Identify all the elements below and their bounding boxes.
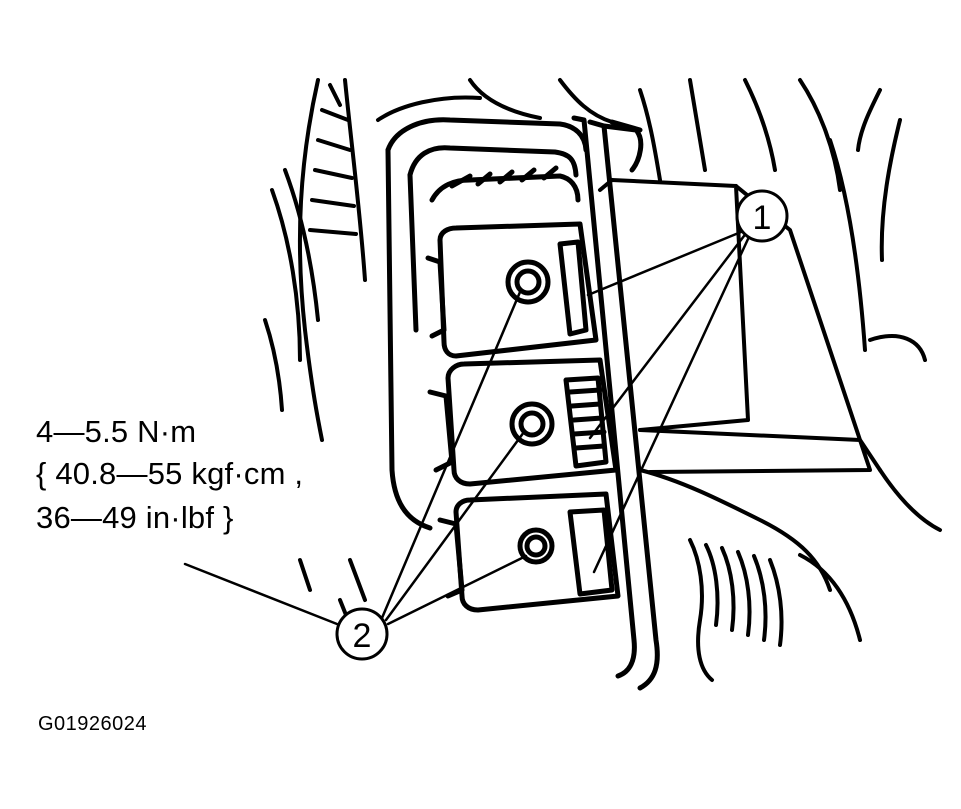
wiring-bottom-right: [638, 468, 942, 682]
wiring-harness-left: [263, 78, 367, 632]
callout-2-label: 2: [353, 617, 372, 655]
callout-1-circle: [735, 189, 789, 243]
callout-2-leader-c: [386, 554, 528, 626]
callout-1-label: 1: [753, 199, 772, 237]
callout-1-leader-b: [588, 234, 746, 440]
connector-block-bottom: [437, 491, 621, 613]
torque-leader: [183, 562, 339, 626]
callout-1: 1: [586, 189, 789, 574]
callout-1-leader-a: [586, 230, 743, 297]
callout-1-leader-c: [592, 237, 750, 574]
figure-id: G01926024: [38, 713, 148, 735]
callout-2-leader-b: [384, 430, 526, 622]
wiring-top: [376, 78, 902, 262]
torque-spec-line-3: 36—49 in·lbf }: [36, 500, 234, 535]
torque-spec-line-2: { 40.8—55 kgf·cm ,: [36, 456, 304, 491]
bolt-middle: [509, 401, 555, 447]
connector-block-top: [425, 221, 599, 359]
connector-block-middle: [427, 357, 619, 487]
callout-2-leader-a: [380, 290, 522, 620]
callout-2-circle: [335, 607, 389, 661]
torque-spec-line-1: 4—5.5 N·m: [36, 414, 197, 449]
callout-2: 2: [183, 290, 528, 661]
bolt-top: [505, 259, 551, 305]
bolt-bottom: [517, 527, 555, 565]
vertical-strap: [571, 115, 660, 691]
bracket-housing: [385, 117, 589, 531]
